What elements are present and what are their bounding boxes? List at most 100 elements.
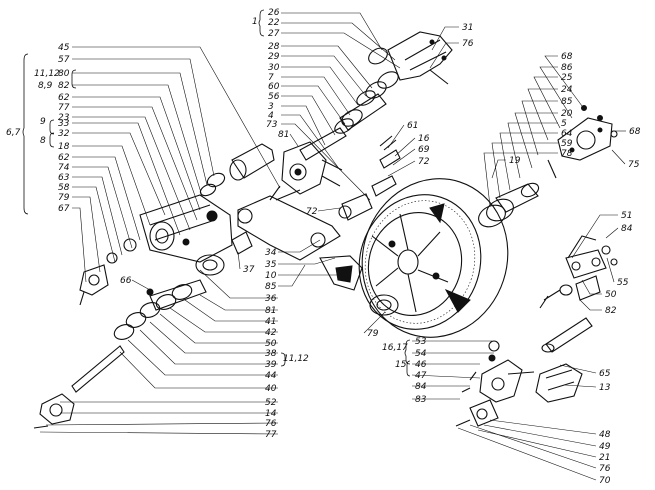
part-number-label: 52 (265, 398, 277, 408)
part-number-label: 76 (599, 464, 611, 474)
part-number-label: 81 (265, 306, 276, 316)
part-number-label: 66 (120, 276, 132, 286)
part-number-label: 30 (268, 63, 280, 73)
part-number-label: 19 (509, 156, 521, 166)
part-number-label: 79 (58, 193, 70, 203)
part-number-label: 85 (265, 282, 277, 292)
part-number-label: 23 (58, 113, 70, 123)
part-number-label: 36 (265, 294, 277, 304)
leader-lines (39, 12, 626, 481)
part-number-label: 62 (58, 153, 70, 163)
right-plate-group (539, 235, 618, 353)
part-number-label: 22 (268, 18, 280, 28)
part-number-label: 26 (268, 8, 280, 18)
group-braces (22, 9, 411, 377)
part-number-label: 54 (415, 349, 427, 359)
part-number-label: 57 (58, 55, 70, 65)
part-number-label: 76 (462, 39, 474, 49)
part-number-label: 9 (40, 117, 46, 127)
brake-drum (358, 178, 509, 338)
fork-bracket (281, 135, 401, 221)
part-number-label: 42 (265, 328, 277, 338)
part-number-label: 75 (628, 160, 640, 170)
part-number-label: 32 (58, 129, 70, 139)
part-number-label: 41 (265, 317, 276, 327)
left-housing-assembly (79, 143, 275, 306)
part-number-label: 77 (265, 430, 277, 440)
part-number-label: 47 (415, 371, 427, 381)
part-number-label: 31 (462, 23, 473, 33)
part-number-label: 51 (621, 211, 632, 221)
part-number-label: 29 (268, 52, 280, 62)
part-number-label: 3 (268, 102, 274, 112)
part-number-label: 74 (58, 163, 70, 173)
part-number-label: 46 (415, 360, 427, 370)
part-number-label: 73 (266, 120, 278, 130)
part-number-label: 25 (561, 73, 573, 83)
part-number-label: 60 (268, 82, 280, 92)
part-number-label: 82 (605, 306, 617, 316)
part-number-label: 50 (605, 290, 617, 300)
part-number-label: 56 (268, 92, 280, 102)
part-number-label: 63 (58, 173, 70, 183)
part-number-label: 16 (418, 134, 430, 144)
part-number-label: 8 (40, 136, 46, 146)
part-number-label: 38 (265, 349, 277, 359)
part-number-label: 40 (265, 384, 277, 394)
part-number-label: 15 (395, 360, 407, 370)
part-number-label: 82 (58, 81, 70, 91)
lever-arm (237, 185, 363, 291)
part-number-label: 79 (367, 329, 379, 339)
part-number-label: 84 (621, 224, 633, 234)
part-number-label: 6,7 (6, 128, 21, 138)
part-number-label: 81 (278, 130, 289, 140)
part-number-label: 44 (265, 371, 277, 381)
parts (33, 31, 618, 429)
part-number-label: 72 (306, 207, 318, 217)
part-number-label: 13 (599, 383, 611, 393)
part-number-label: 68 (561, 52, 573, 62)
part-number-label: 8,9 (38, 81, 53, 91)
part-number-label: 33 (58, 119, 70, 129)
part-number-label: 55 (617, 278, 629, 288)
part-number-label: 72 (418, 157, 430, 167)
part-number-label: 77 (58, 103, 70, 113)
part-number-label: 62 (58, 93, 70, 103)
right-flange-assembly (478, 105, 618, 228)
part-number-label: 86 (561, 63, 573, 73)
part-number-label: 59 (561, 139, 573, 149)
part-number-label: 53 (415, 337, 427, 347)
part-number-label: 80 (58, 69, 70, 79)
part-number-label: 18 (58, 142, 70, 152)
part-number-label: 70 (599, 476, 611, 486)
part-number-label: 61 (407, 121, 418, 131)
lower-bracket (455, 340, 583, 427)
part-number-label: 24 (561, 85, 573, 95)
part-number-label: 84 (415, 382, 427, 392)
part-number-label: 27 (268, 29, 280, 39)
part-number-label: 45 (58, 43, 70, 53)
part-number-label: 76 (265, 419, 277, 429)
part-number-label: 69 (418, 145, 430, 155)
part-number-label: 64 (561, 129, 573, 139)
part-number-label: 50 (265, 339, 277, 349)
part-number-label: 7 (268, 73, 274, 83)
upper-shaft-assembly (299, 31, 453, 161)
part-number-label: 68 (629, 127, 641, 137)
part-number-label: 49 (599, 442, 611, 452)
part-number-label: 67 (58, 204, 70, 214)
part-number-label: 4 (268, 111, 274, 121)
callout-labels: 12622272829307605634733176455711,12808,9… (6, 8, 641, 486)
part-number-label: 58 (58, 183, 70, 193)
part-number-label: 37 (243, 265, 255, 275)
part-number-label: 14 (265, 409, 277, 419)
part-number-label: 28 (268, 42, 280, 52)
part-number-label: 11,12 (34, 69, 60, 79)
part-number-label: 85 (561, 97, 573, 107)
part-number-label: 21 (599, 453, 610, 463)
lower-shaft (33, 279, 207, 429)
part-number-label: 34 (265, 248, 277, 258)
part-number-label: 5 (561, 119, 567, 129)
part-number-label: 83 (415, 395, 427, 405)
part-number-label: 1 (252, 17, 258, 27)
